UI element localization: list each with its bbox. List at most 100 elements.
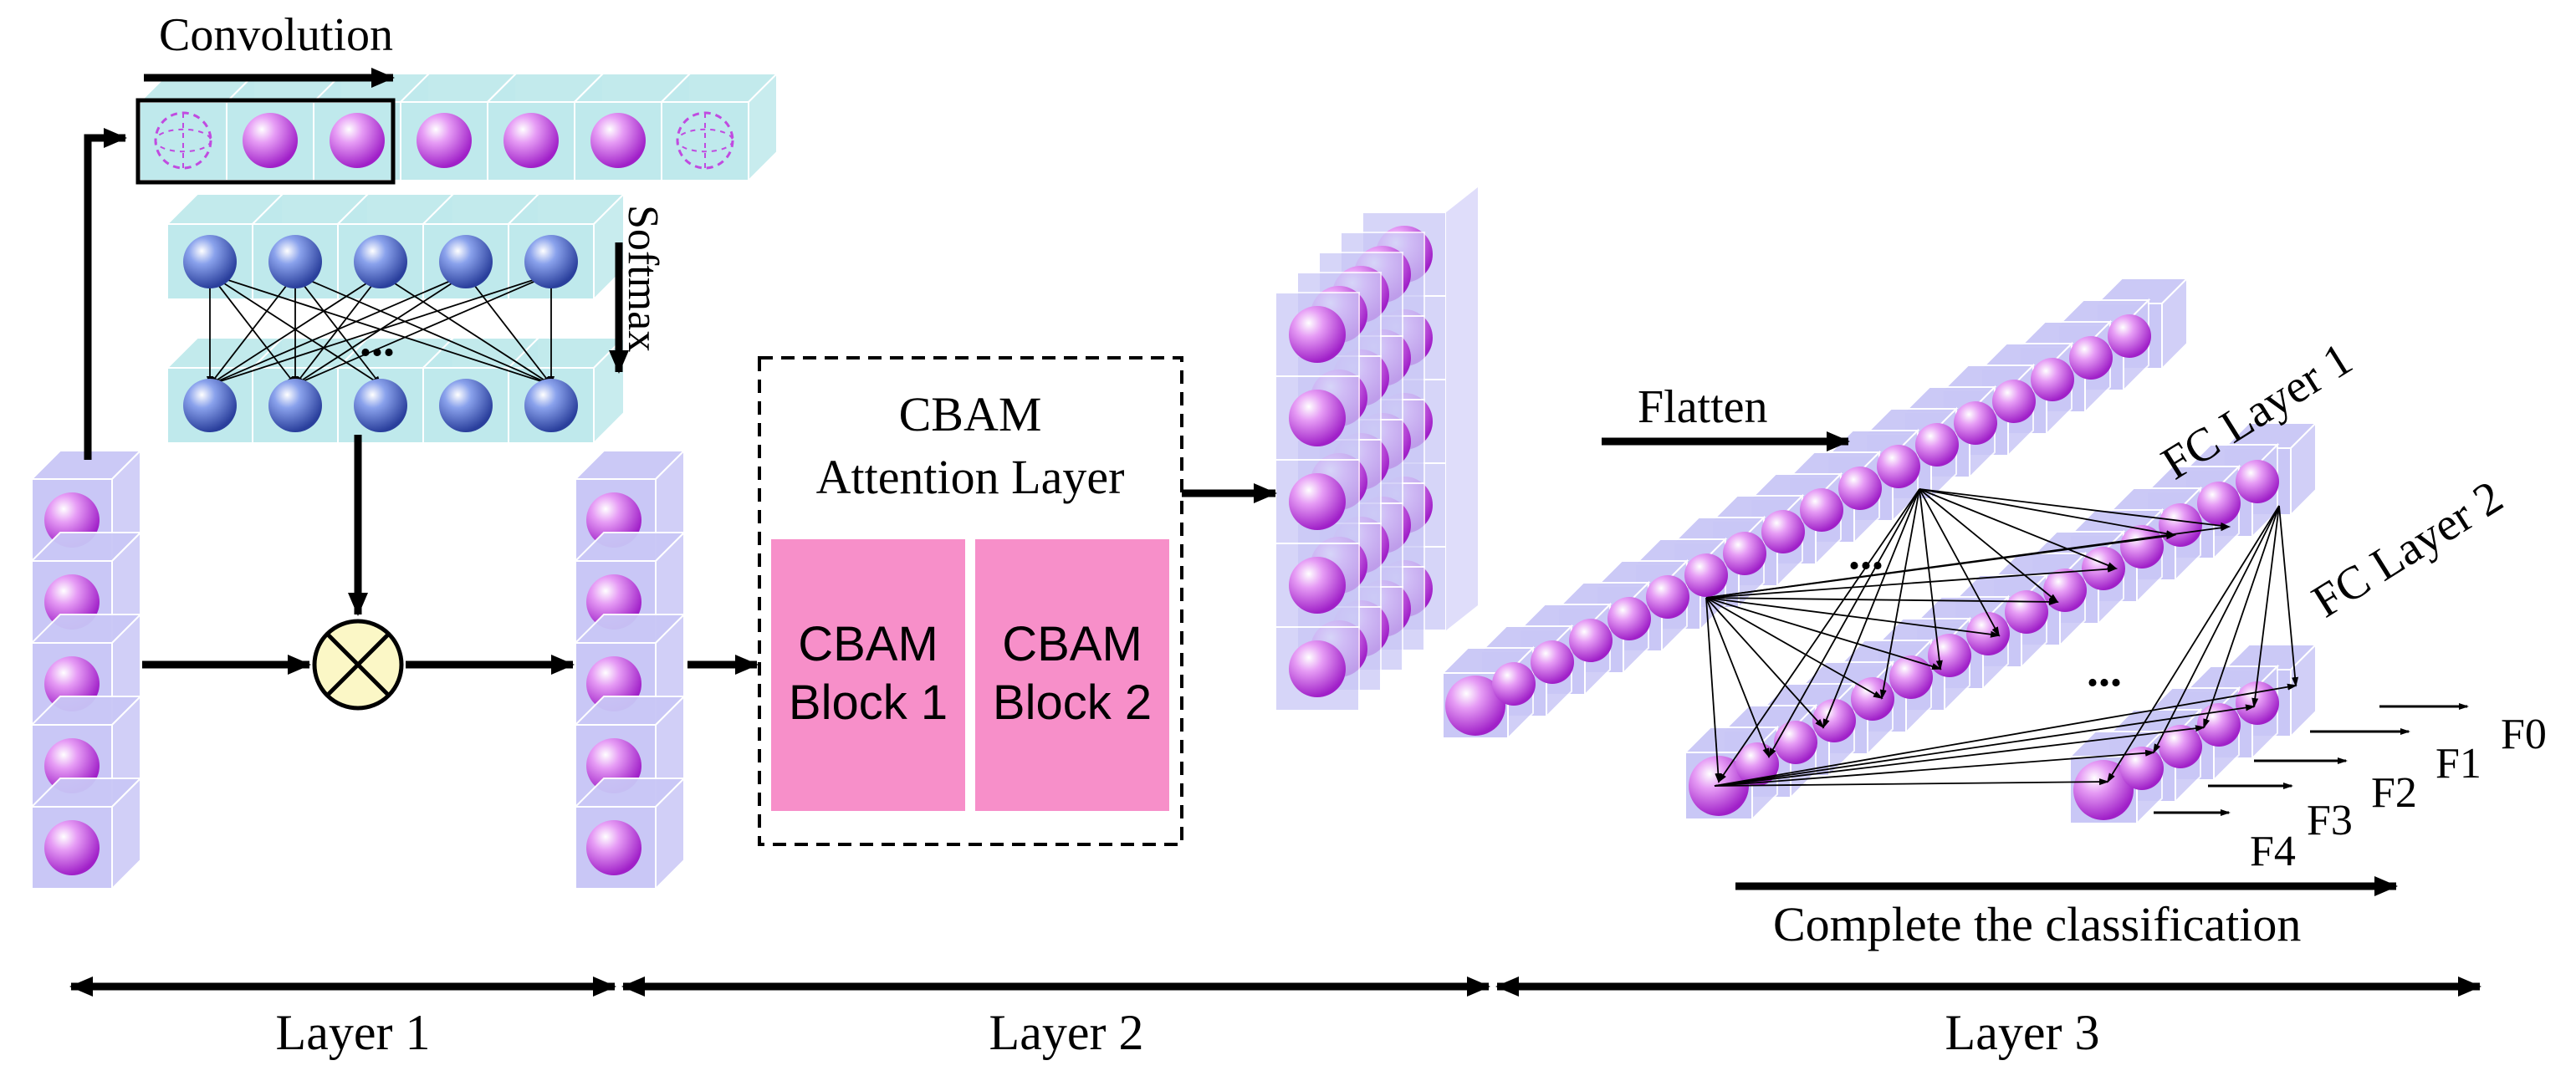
purple-node (2159, 503, 2202, 547)
purple-node (44, 820, 100, 875)
purple-node (1928, 634, 1971, 677)
softmax-connections (207, 273, 555, 386)
purple-node (1800, 488, 1843, 532)
fc2-to-fc3-line (1714, 704, 2256, 787)
layer1-input-feature-column (29, 448, 143, 891)
fc2-to-fc3-line (1714, 683, 2297, 787)
fc1-to-fc2-line (1768, 488, 1920, 758)
output-f2: F2 (2371, 769, 2417, 817)
purple-node (2031, 358, 2074, 401)
softmax-label: Softmax (619, 205, 667, 352)
fc1-to-fc2-line (1705, 597, 1883, 699)
purple-node (1646, 575, 1689, 619)
softmax-node-rows (165, 191, 626, 446)
ellipsis-softmax: ... (360, 314, 395, 366)
purple-node (1607, 597, 1651, 640)
blue-node (524, 379, 578, 432)
fc1-to-fc2-line (1879, 488, 1920, 700)
convolution-kernel-box (135, 98, 396, 185)
fc1-to-fc2-line (1705, 597, 1942, 670)
purple-node (417, 113, 472, 168)
purple-node (330, 113, 385, 168)
fc1-to-fc2-line (1919, 488, 2231, 529)
feature-map-cube (1275, 187, 1478, 711)
purple-node (1812, 699, 1856, 742)
purple-node (2108, 314, 2151, 358)
cbam-title-line2: Attention Layer (816, 450, 1125, 504)
fc1-to-fc2-line (1705, 597, 1722, 783)
purple-node (590, 113, 646, 168)
purple-node (1569, 619, 1613, 662)
fc-layer-1-row (1440, 276, 2190, 741)
purple-node (1877, 445, 1920, 488)
purple-node (1289, 390, 1346, 446)
purple-node (586, 820, 641, 875)
cbam-block-2-line1: CBAM (1002, 617, 1142, 671)
fc1-to-fc2-line (1705, 597, 2059, 605)
convolution-row (137, 71, 779, 183)
purple-node (1723, 532, 1766, 575)
flatten-label: Flatten (1638, 381, 1768, 433)
cbam-title-line1: CBAM (899, 387, 1042, 441)
purple-node (2197, 482, 2241, 525)
fc2-to-fc3-line (1714, 725, 2205, 787)
layer-3-label: Layer 3 (1945, 1005, 2100, 1060)
fc1-to-fc2-line (1717, 488, 1920, 783)
fc2-to-fc3-line (1714, 778, 2109, 787)
purple-node (2236, 681, 2279, 725)
fc1-to-fc2-line (1919, 488, 2059, 604)
purple-node (1889, 655, 1933, 699)
fc1-to-fc2-line (1705, 565, 2118, 599)
blue-node (354, 379, 407, 432)
blue-node (183, 235, 237, 288)
purple-node (1445, 676, 1505, 736)
ellipsis-fc1: ... (1848, 528, 1883, 579)
output-f0: F0 (2501, 711, 2547, 758)
blue-node (524, 235, 578, 288)
output-f3: F3 (2307, 797, 2353, 844)
blue-node (439, 379, 493, 432)
fc1-to-fc2-line (1705, 597, 2001, 638)
cbam-block-1-line2: Block 1 (789, 676, 948, 730)
purple-node (243, 113, 298, 168)
purple-node (2069, 336, 2113, 380)
layer-1-label: Layer 1 (276, 1005, 431, 1060)
ellipsis-fc2: ... (2087, 645, 2122, 696)
padding-node (154, 111, 212, 170)
fc1-to-fc2-line (1705, 524, 2231, 599)
fc2-to-fc3-line (2153, 505, 2280, 754)
fc1-to-fc2-line (1705, 597, 1770, 758)
cbam-attention-layer-box (758, 356, 1183, 846)
purple-node (2120, 747, 2164, 790)
fc2-to-fc3-line (1714, 749, 2155, 787)
purple-node (2236, 460, 2279, 503)
purple-node (1838, 467, 1882, 510)
layer1-output-feature-column (573, 448, 687, 891)
purple-node (1774, 721, 1817, 764)
fc1-to-fc2-line (1705, 597, 1825, 729)
branch-up-arrow (84, 128, 127, 460)
purple-node (2120, 525, 2164, 569)
blue-node (268, 379, 322, 432)
output-f1: F1 (2435, 740, 2481, 788)
purple-node (1289, 640, 1346, 697)
fc-connection-lines (1705, 488, 2299, 787)
fc1-to-fc2-line (1919, 488, 2000, 637)
purple-node (2082, 547, 2125, 590)
purple-node (1954, 401, 1997, 445)
purple-node (503, 113, 559, 168)
purple-node (1289, 306, 1346, 363)
blue-node (439, 235, 493, 288)
purple-node (1915, 423, 1959, 467)
purple-node (1289, 557, 1346, 614)
complete-classification-label: Complete the classification (1773, 897, 2301, 951)
fc2-to-fc3-line (2203, 505, 2280, 729)
blue-node (354, 235, 407, 288)
cube-side-face (1446, 187, 1478, 630)
output-arrows (2154, 703, 2469, 816)
purple-node (1531, 640, 1574, 684)
purple-node (2073, 760, 2134, 820)
purple-node (1992, 380, 2036, 423)
cbam-block-2 (975, 539, 1169, 811)
fc1-to-fc2-line (1919, 488, 2118, 569)
